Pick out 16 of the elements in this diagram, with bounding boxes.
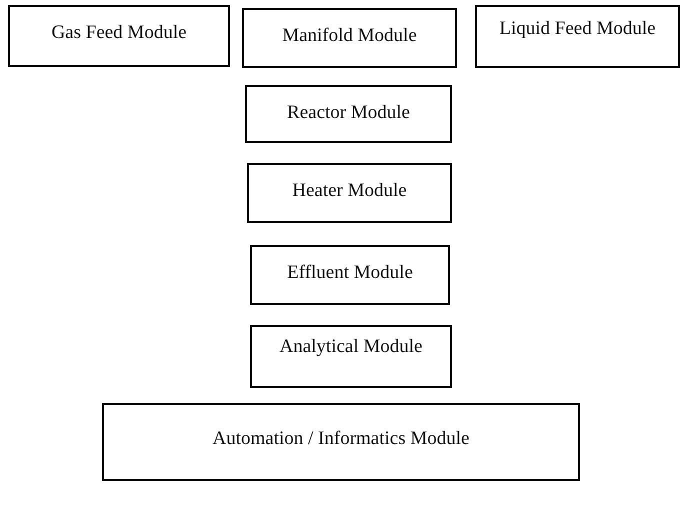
module-box — [242, 8, 457, 68]
module-box — [245, 85, 452, 143]
module-label: Heater Module — [292, 179, 407, 203]
module-label: Manifold Module — [282, 24, 417, 48]
module-label: Automation / Informatics Module — [212, 427, 470, 451]
module-box — [475, 5, 680, 68]
module-box — [247, 163, 452, 223]
module-label: Reactor Module — [287, 101, 410, 125]
module-box — [8, 5, 230, 67]
module-label: Gas Feed Module — [51, 21, 187, 45]
module-label: Analytical Module — [280, 335, 422, 359]
module-label: Effluent Module — [287, 261, 413, 285]
module-label: Liquid Feed Module — [499, 17, 656, 41]
module-box — [250, 245, 450, 305]
module-box — [250, 325, 452, 388]
module-box — [102, 403, 580, 481]
